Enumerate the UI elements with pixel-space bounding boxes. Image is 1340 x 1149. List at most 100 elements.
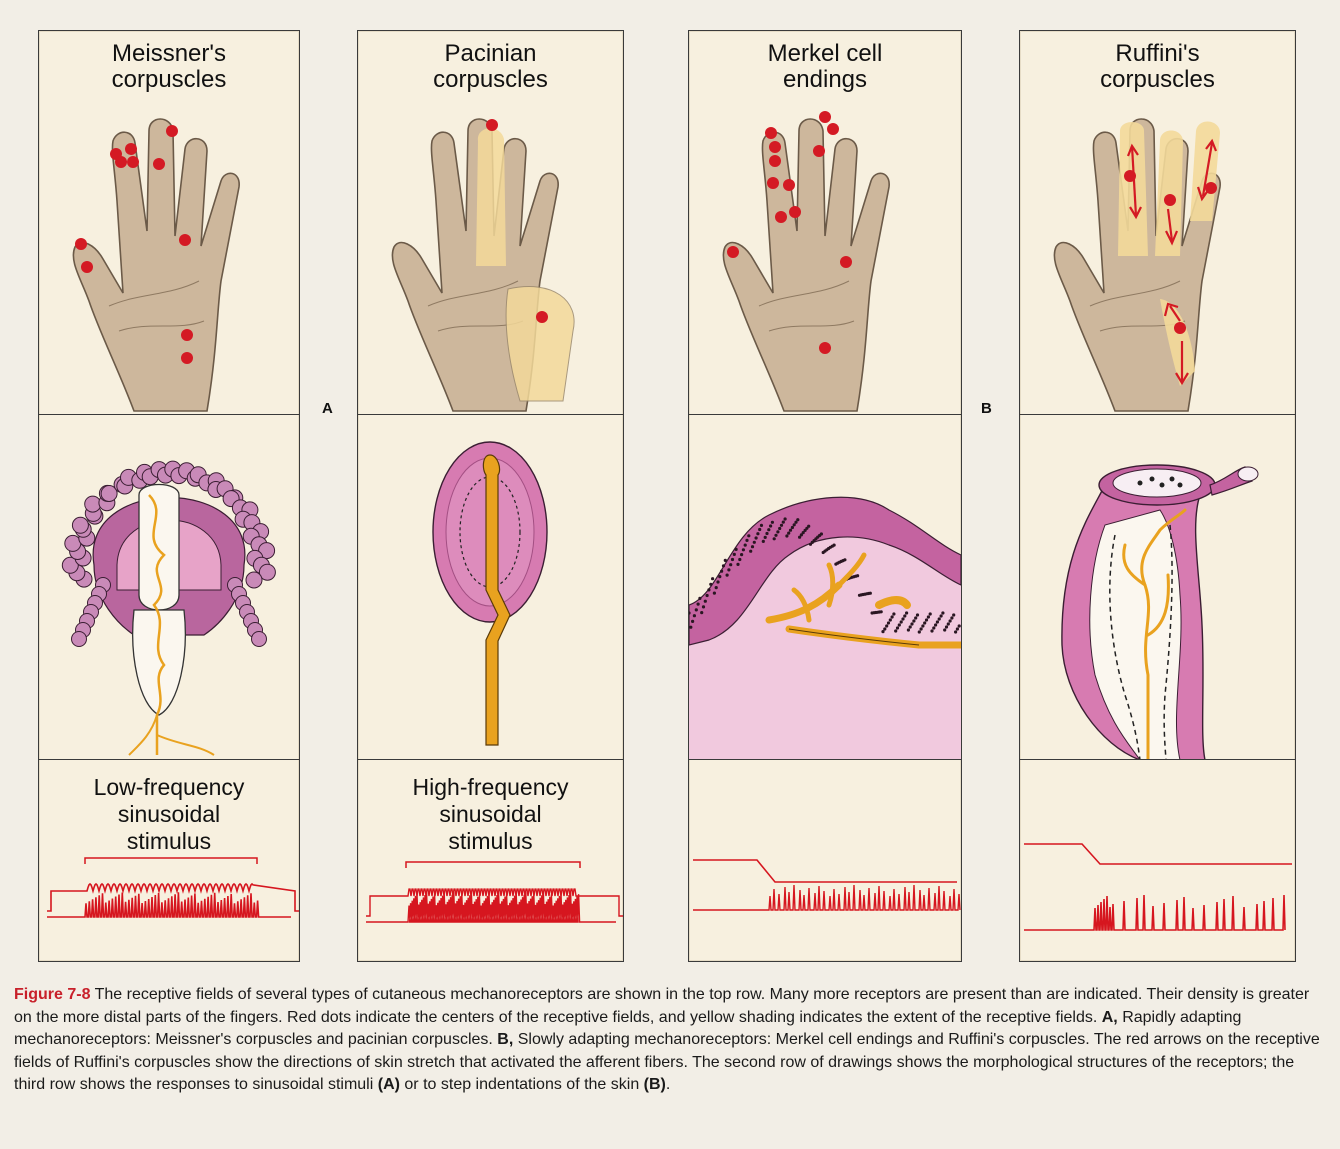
epidermal-dot (785, 534, 789, 538)
rf-dot (125, 143, 137, 155)
rf-dot (153, 158, 165, 170)
epidermal-dot (879, 610, 883, 614)
rf-dot (775, 211, 787, 223)
caption-end-mid: or to step indentations of the skin (404, 1076, 640, 1093)
panel-title: Merkel cell endings (689, 41, 961, 93)
epidermal-dot (856, 574, 860, 578)
stimulus-label: Low-frequency sinusoidal stimulus (39, 774, 299, 855)
epidermal-dot (743, 543, 747, 547)
epidermal-dot (718, 575, 722, 579)
pacinian-response (366, 861, 623, 923)
rf-dot (1205, 182, 1217, 194)
epidermal-dot (903, 614, 907, 618)
caption-a-text: Rapidly adapting mechanoreceptors: Meiss… (14, 1008, 1242, 1049)
rf-dot (827, 123, 839, 135)
epidermal-dot (798, 535, 802, 539)
epidermal-dot (919, 627, 923, 631)
rf-dot (765, 127, 777, 139)
epidermal-dot (692, 614, 696, 618)
epidermal-dot (759, 523, 764, 527)
caption-end-b: (B) (643, 1076, 666, 1093)
epidermal-dot (787, 531, 791, 535)
epidermal-dot (709, 582, 713, 586)
epidermal-dot (736, 562, 740, 566)
stimulus-line: Low-frequency (93, 774, 245, 800)
stimulus-trace (366, 888, 623, 917)
stimulus-line: stimulus (448, 828, 533, 854)
epidermal-dot (921, 624, 925, 628)
title-line: Pacinian (444, 40, 537, 67)
hand-silhouette (722, 118, 890, 412)
panel-ruffini: Ruffini's corpuscles (1019, 30, 1296, 962)
epidermal-dot (689, 625, 693, 629)
epidermal-dot (796, 518, 800, 522)
epidermal-dot (819, 532, 823, 536)
epidermal-dot (707, 588, 711, 592)
epidermal-dot (705, 593, 709, 598)
spike-train (693, 884, 961, 911)
rf-dot (789, 206, 801, 218)
title-line: corpuscles (111, 66, 227, 93)
ruffini-response (1024, 843, 1292, 931)
hand-meissner (72, 118, 240, 412)
epidermal-dot (912, 619, 916, 623)
hand-pacinian (391, 118, 575, 412)
caption-period: . (665, 1076, 671, 1093)
epidermal-dot (952, 613, 956, 617)
epidermal-dot (781, 520, 785, 524)
epidermal-dot (770, 520, 774, 524)
epidermal-dot (954, 630, 958, 634)
epidermal-dot (712, 591, 716, 595)
epidermal-cell (71, 631, 87, 647)
epidermal-dot (930, 629, 934, 633)
epidermal-dot (799, 533, 803, 537)
stimulus-trace (693, 859, 957, 883)
rf-dot (769, 141, 781, 153)
caption-text: The receptive fields of several types of… (14, 986, 1310, 1026)
receptive-field-dots (486, 119, 548, 323)
epidermal-dot (932, 626, 936, 630)
epidermal-dot (917, 630, 921, 634)
panel-title: Pacinian corpuscles (358, 41, 623, 93)
epidermal-dot (689, 611, 691, 615)
merkel-morphology (689, 496, 961, 760)
epidermal-dot (915, 613, 920, 617)
epidermal-dot (761, 539, 765, 543)
receptive-field-row: Pacinian corpuscles (358, 31, 623, 414)
receptive-field-shading (505, 286, 575, 402)
epidermal-dot (899, 620, 903, 624)
title-line: Meissner's (112, 40, 226, 67)
caption-b-label: B, (497, 1031, 514, 1048)
response-row: High-frequency sinusoidal stimulus (358, 759, 623, 962)
epidermal-dot (832, 543, 836, 547)
epidermal-dot (741, 548, 745, 552)
spike-train (47, 892, 291, 918)
response-row: Low-frequency sinusoidal stimulus (39, 759, 299, 962)
ruffini-morphology (1061, 464, 1259, 760)
epidermal-dot (901, 617, 905, 621)
epidermal-dot (888, 618, 892, 622)
rf-dot (769, 155, 781, 167)
epidermal-dot (939, 614, 943, 618)
meissner-morphology (61, 460, 276, 756)
epidermal-dot (805, 526, 809, 530)
epidermal-dot (772, 537, 776, 541)
section-label-a: A (322, 400, 333, 417)
epidermal-dot (908, 625, 912, 629)
receptive-field-row: Ruffini's corpuscles (1020, 31, 1295, 414)
spike-train (1024, 894, 1286, 931)
epidermal-dot (801, 531, 805, 535)
epidermal-dot (894, 629, 898, 633)
rf-dot (181, 329, 193, 341)
epidermal-dot (943, 628, 947, 632)
epidermal-dot (892, 612, 896, 616)
hand-outline (722, 118, 890, 412)
epidermal-dot (950, 616, 954, 620)
epidermal-dot (694, 608, 698, 612)
receptive-field-dots (727, 111, 852, 354)
panel-meissner: Meissner's corpuscles (38, 30, 300, 962)
epidermal-dot (946, 622, 950, 626)
receptive-field-shading (1160, 299, 1195, 386)
epidermal-dot (738, 557, 742, 562)
pacinian-morphology (432, 441, 548, 746)
